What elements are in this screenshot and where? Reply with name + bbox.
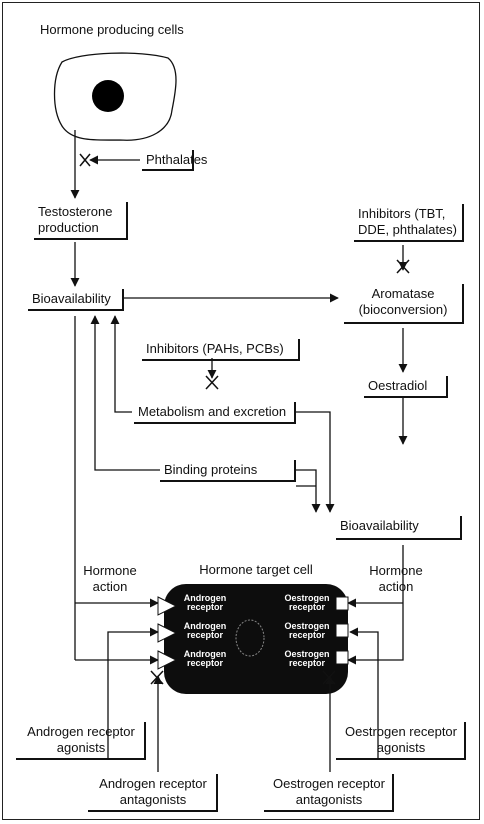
androgen-agonists-line1: Androgen receptor: [27, 724, 135, 739]
hormone-action-left-line2: action: [92, 579, 128, 594]
inhibitors-pahs-label: Inhibitors (PAHs, PCBs): [146, 341, 284, 356]
binding-proteins-label: Binding proteins: [164, 462, 258, 477]
androgen-agonists-box: [16, 722, 146, 760]
oestradiol-label: Oestradiol: [368, 378, 428, 393]
phthalates-x-mark: [79, 153, 91, 167]
androgen-antagonist-x-mark: [150, 670, 164, 685]
producing-cell-nucleus: [92, 80, 124, 112]
androgen-receptor-1-icon: [157, 596, 178, 616]
testosterone-label-line2: production: [38, 220, 99, 235]
bioavailability-left-box: [28, 289, 124, 311]
oestrogen-antagonist-x-mark: [322, 670, 336, 685]
binding-proteins-box: [160, 460, 296, 482]
hormone-action-right-line2: action: [378, 579, 414, 594]
hormone-producing-cells-label: Hormone producing cells: [40, 22, 184, 37]
pahs-x-mark: [205, 375, 219, 390]
bioavailability-right-label: Bioavailability: [340, 518, 419, 533]
bioavailability-right-box: [336, 516, 462, 540]
aromatase-line2: (bioconversion): [358, 302, 448, 317]
producing-cell-shape: [53, 52, 177, 141]
oestrogen-antagonists-line1: Oestrogen receptor: [272, 776, 385, 791]
hormone-target-cell-label: Hormone target cell: [199, 562, 313, 577]
hormone-action-left-line1: Hormone: [83, 563, 137, 578]
oestrogen-agonists-line2: agonists: [376, 740, 426, 755]
androgen-antagonists-box: [88, 774, 218, 812]
oestrogen-receptor-3-icon: [335, 650, 349, 665]
aromatase-line1: Aromatase: [371, 286, 435, 301]
tbt-x-mark: [396, 259, 410, 274]
hormone-action-right-line1: Hormone: [369, 563, 423, 578]
inhibitors-tbt-box: [354, 204, 464, 242]
target-cell-body: [164, 584, 348, 694]
androgen-antagonists-line1: Androgen receptor: [99, 776, 207, 791]
metabolism-box: [134, 402, 296, 424]
oestrogen-agonists-box: [336, 722, 466, 760]
oestrogen-receptor-2-icon: [335, 623, 349, 638]
testosterone-box: [34, 202, 128, 240]
phthalates-box: [142, 150, 194, 171]
metabolism-label: Metabolism and excretion: [138, 404, 287, 419]
oestradiol-box: [364, 376, 448, 398]
androgen-antagonists-line2: antagonists: [119, 792, 187, 807]
oestrogen-receptor-1-icon: [335, 596, 349, 611]
oestrogen-antagonists-box: [264, 774, 394, 812]
testosterone-label-line1: Testosterone: [38, 204, 113, 219]
oestrogen-agonists-line1: Oestrogen receptor: [344, 724, 457, 739]
aromatase-box: [344, 284, 464, 324]
bioavailability-left-label: Bioavailability: [32, 291, 111, 306]
target-cell-nucleus: [235, 619, 265, 657]
inhibitors-tbt-line2: DDE, phthalates): [358, 222, 457, 237]
androgen-receptor-3-icon: [157, 650, 178, 670]
androgen-agonists-line2: agonists: [56, 740, 106, 755]
oestrogen-antagonists-line2: antagonists: [295, 792, 363, 807]
inhibitors-tbt-line1: Inhibitors (TBT,: [358, 206, 446, 221]
inhibitors-pahs-box: [142, 339, 300, 361]
